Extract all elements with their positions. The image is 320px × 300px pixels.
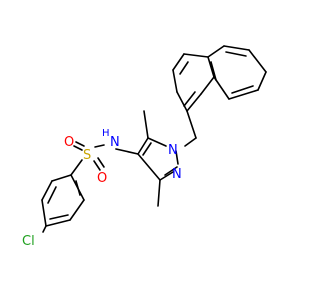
atom-cl: Cl — [22, 234, 35, 249]
bond — [172, 53, 185, 71]
bond — [164, 166, 178, 176]
bond — [183, 53, 209, 58]
bond — [179, 61, 189, 75]
bond — [45, 219, 71, 227]
bond — [172, 69, 178, 93]
bond — [97, 157, 105, 168]
bond — [210, 61, 217, 81]
molecule-diagram: Cl S O O H N N N — [22, 45, 267, 249]
bond — [186, 93, 202, 112]
bond — [176, 91, 188, 112]
bond — [73, 145, 83, 151]
bond — [183, 91, 196, 107]
atom-o-2: O — [97, 171, 107, 186]
bond — [75, 180, 81, 196]
bond — [213, 76, 230, 100]
bond — [147, 137, 167, 147]
bond — [41, 199, 47, 227]
bond — [115, 148, 139, 155]
bond — [137, 153, 161, 181]
bond — [207, 56, 215, 78]
bond — [159, 171, 174, 181]
atom-o-1: O — [64, 135, 74, 150]
bond — [184, 137, 197, 147]
bond — [223, 45, 250, 51]
atom-n-amine: N — [110, 135, 120, 150]
bond — [186, 110, 197, 139]
bond — [207, 45, 225, 58]
bond — [69, 199, 85, 221]
bond — [42, 225, 47, 233]
structure-canvas: Cl S O O H N N N — [22, 45, 267, 249]
bond — [41, 180, 53, 201]
bond — [93, 160, 101, 171]
bond — [142, 142, 152, 156]
bond — [47, 186, 57, 204]
atom-h: H — [102, 128, 110, 139]
atom-s: S — [83, 148, 91, 163]
atom-n1: N — [168, 143, 178, 158]
bond — [200, 76, 215, 95]
bond — [75, 141, 85, 147]
bond — [228, 89, 259, 100]
bond — [248, 49, 267, 73]
bond — [51, 174, 72, 182]
atom-n2: N — [172, 167, 182, 182]
bond — [175, 150, 179, 165]
bond — [70, 159, 83, 176]
bond — [225, 51, 247, 57]
bond — [231, 85, 254, 94]
bond — [94, 144, 105, 148]
bond — [49, 214, 69, 220]
bond — [137, 137, 149, 155]
bond — [143, 110, 149, 139]
bond — [257, 71, 267, 91]
bond — [157, 179, 161, 207]
